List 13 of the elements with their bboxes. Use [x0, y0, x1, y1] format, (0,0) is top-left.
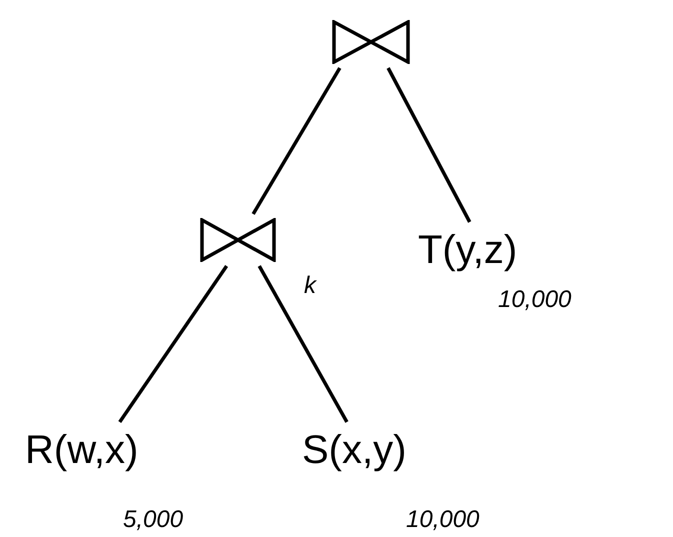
relation-label: T(y,z): [418, 227, 518, 274]
result-size-label: k: [304, 272, 316, 300]
cardinality-label: 5,000: [123, 506, 184, 534]
join-symbol: [200, 218, 276, 262]
tree-edge: [118, 265, 228, 423]
tree-edge: [386, 67, 472, 223]
tree-edge: [252, 67, 342, 215]
join-symbol: [332, 20, 410, 64]
cardinality-label: 10,000: [406, 506, 480, 534]
tree-edge: [258, 265, 348, 423]
relation-label: R(w,x): [25, 427, 138, 474]
cardinality-label: 10,000: [498, 286, 572, 314]
relation-label: S(x,y): [302, 427, 406, 474]
